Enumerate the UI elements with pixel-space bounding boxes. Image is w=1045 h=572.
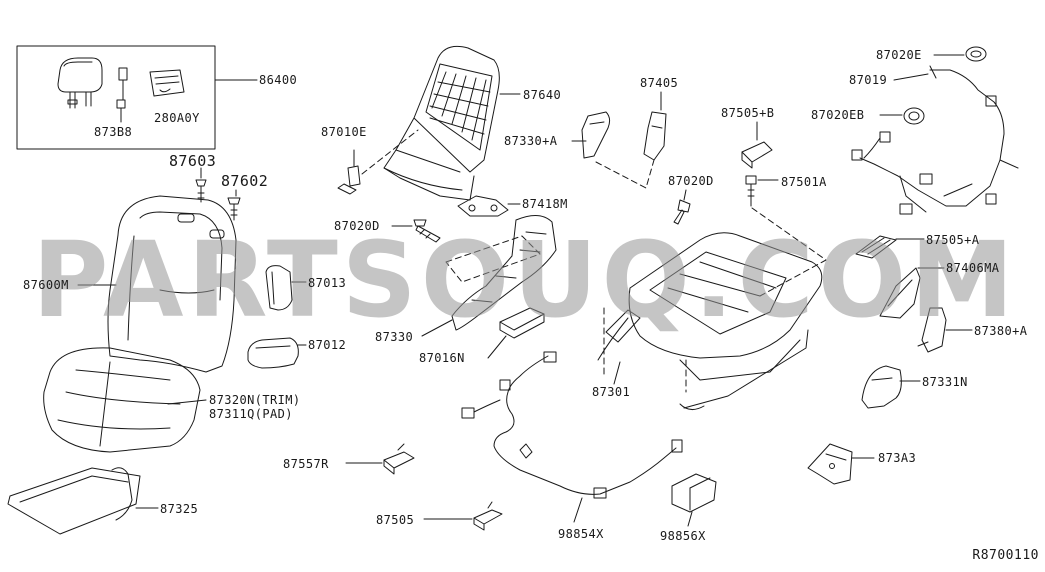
- leader-98854x: [573, 497, 583, 523]
- cover-87405-part[interactable]: [643, 111, 667, 161]
- part-label-87505a[interactable]: 87505+A: [926, 233, 980, 247]
- dashed-panel-outline: [445, 235, 541, 283]
- cover-87406ma-part[interactable]: [879, 267, 921, 319]
- clip-87603-part[interactable]: [195, 179, 207, 203]
- part-label-87640[interactable]: 87640: [523, 88, 562, 102]
- screw-87020d-right-part[interactable]: [673, 199, 691, 225]
- leader-98856x: [687, 511, 693, 527]
- label-card-part[interactable]: [149, 69, 185, 97]
- part-label-87019[interactable]: 87019: [849, 73, 888, 87]
- part-label-87330[interactable]: 87330: [375, 330, 414, 344]
- diagram-reference-code: R8700110: [972, 548, 1039, 563]
- part-label-87557r[interactable]: 87557R: [283, 457, 329, 471]
- harness-87019-part[interactable]: [851, 65, 1019, 215]
- part-label-87505[interactable]: 87505: [376, 513, 415, 527]
- part-label-87012[interactable]: 87012: [308, 338, 347, 352]
- part-label-87013[interactable]: 87013: [308, 276, 347, 290]
- cover-87013-part[interactable]: [265, 265, 293, 311]
- leader-87016n: [487, 335, 507, 359]
- switch-87016n-part[interactable]: [499, 307, 545, 339]
- part-label-98854x[interactable]: 98854X: [558, 527, 604, 541]
- leader-87320n: [167, 399, 207, 405]
- leader-87301: [613, 361, 621, 385]
- leader-87330: [421, 319, 453, 337]
- part-label-87325[interactable]: 87325: [160, 502, 199, 516]
- clip-87505a-part[interactable]: [855, 235, 897, 259]
- back-panel-87330-part[interactable]: [451, 215, 557, 331]
- headrest-kit-box: [16, 45, 258, 150]
- part-label-87331n[interactable]: 87331N: [922, 375, 968, 389]
- harness-98854x-part[interactable]: [461, 351, 683, 499]
- part-label-87600m[interactable]: 87600M: [23, 278, 69, 292]
- part-label-87603[interactable]: 87603: [169, 152, 217, 170]
- grommet-87020e-part[interactable]: [965, 46, 987, 62]
- clip-87505-part[interactable]: [473, 501, 503, 531]
- cover-87012-part[interactable]: [247, 337, 299, 369]
- part-label-87406ma[interactable]: 87406MA: [946, 261, 1000, 275]
- module-98856x-part[interactable]: [671, 473, 717, 513]
- part-label-87020d-right[interactable]: 87020D: [668, 174, 714, 188]
- part-label-87418m[interactable]: 87418M: [522, 197, 568, 211]
- leader-87019: [893, 73, 929, 81]
- part-label-87020eb[interactable]: 87020EB: [811, 108, 865, 122]
- tray-87325-part[interactable]: [7, 467, 141, 535]
- clip-87557r-part[interactable]: [383, 443, 415, 475]
- part-label-87311q[interactable]: 87311Q(PAD): [209, 407, 293, 421]
- cover-87331n-part[interactable]: [861, 365, 902, 409]
- seat-back-frame-part[interactable]: [383, 45, 500, 201]
- part-label-87505b[interactable]: 87505+B: [721, 106, 775, 120]
- knob-87010e-part[interactable]: [337, 149, 361, 195]
- part-label-873a3[interactable]: 873A3: [878, 451, 917, 465]
- clip-87505b-part[interactable]: [741, 141, 773, 169]
- seat-cushion-part[interactable]: [43, 347, 201, 453]
- clip-87602-part[interactable]: [227, 197, 241, 221]
- part-label-87602[interactable]: 87602: [221, 172, 269, 190]
- headrest-guide-part[interactable]: [116, 67, 128, 123]
- headrest-part[interactable]: [57, 57, 103, 109]
- dashed-87501a: [751, 207, 827, 297]
- part-label-280a0y[interactable]: 280A0Y: [154, 111, 200, 125]
- part-label-87020e[interactable]: 87020E: [876, 48, 922, 62]
- part-label-87301[interactable]: 87301: [592, 385, 631, 399]
- part-label-873b8[interactable]: 873B8: [94, 125, 133, 139]
- dashed-87405: [595, 159, 655, 189]
- cover-87330a-part[interactable]: [581, 111, 611, 159]
- part-label-87380a[interactable]: 87380+A: [974, 324, 1028, 338]
- part-label-87405[interactable]: 87405: [640, 76, 679, 90]
- part-label-87501a[interactable]: 87501A: [781, 175, 827, 189]
- grommet-87020eb-part[interactable]: [903, 107, 925, 125]
- leader-87010e-dash: [361, 129, 419, 175]
- part-label-86400[interactable]: 86400: [259, 73, 298, 87]
- bracket-873a3-part[interactable]: [807, 443, 853, 485]
- seat-frame-part[interactable]: [597, 232, 823, 410]
- seat-back-cover-part[interactable]: [107, 195, 237, 373]
- screw-87020d-left-part[interactable]: [413, 219, 441, 243]
- bolt-87501a-part[interactable]: [745, 175, 757, 207]
- dashed-87301: [603, 307, 687, 393]
- part-label-87010e[interactable]: 87010E: [321, 125, 367, 139]
- cover-87380a-part[interactable]: [917, 307, 947, 353]
- part-label-87016n[interactable]: 87016N: [419, 351, 465, 365]
- part-label-87320n[interactable]: 87320N(TRIM): [209, 393, 301, 407]
- part-label-98856x[interactable]: 98856X: [660, 529, 706, 543]
- leader-87020d-right: [683, 189, 687, 201]
- part-label-87020d-left[interactable]: 87020D: [334, 219, 380, 233]
- part-label-87330a[interactable]: 87330+A: [504, 134, 558, 148]
- bracket-87418m-part[interactable]: [457, 195, 509, 217]
